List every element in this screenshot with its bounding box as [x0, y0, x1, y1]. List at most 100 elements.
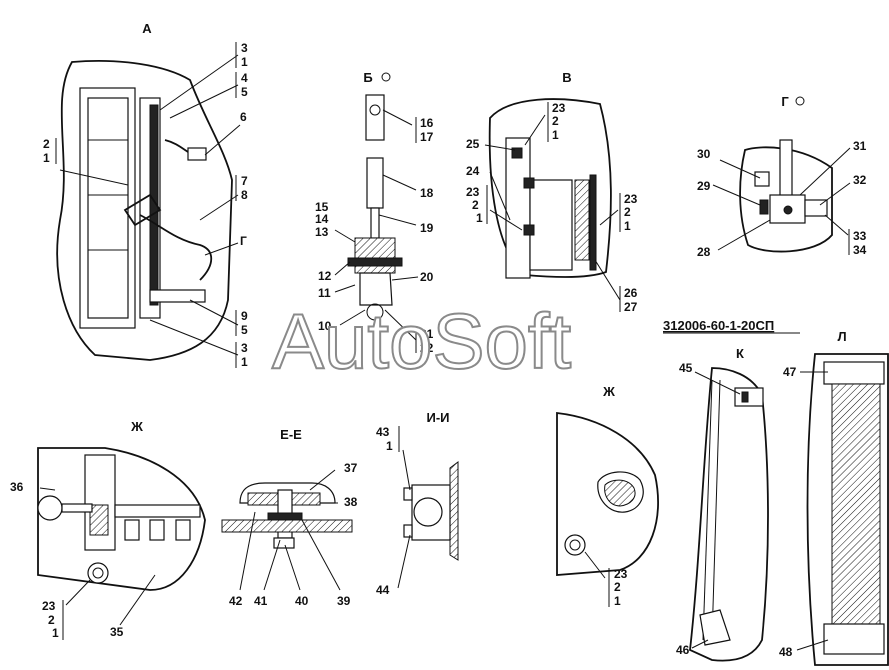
- document-number: 312006-60-1-20СП: [663, 318, 774, 333]
- view-v-outline: [488, 98, 612, 278]
- callout-19: 19: [420, 221, 434, 235]
- callout-44: 44: [376, 583, 390, 597]
- rod-middle: [366, 157, 384, 209]
- callout-15: 15: [315, 200, 329, 214]
- top-cap-l: [823, 361, 885, 385]
- bottom-bracket: [149, 289, 206, 303]
- callout-1i: 1: [614, 594, 621, 608]
- callout-1f: 1: [624, 219, 631, 233]
- view-v: В 25 23 2 1 24 23 2 1 23 2 1 26 27: [466, 70, 638, 314]
- watermark: AutoSoft: [272, 297, 572, 385]
- callout-5: 5: [241, 85, 248, 99]
- view-ee-title: Е-Е: [280, 427, 302, 442]
- callout-34: 34: [853, 243, 867, 257]
- view-b-rotation-mark: [381, 72, 391, 82]
- nut: [273, 537, 295, 549]
- callout-2e: 2: [624, 205, 631, 219]
- view-g-title: Г: [781, 94, 789, 109]
- pipe-elbow: [123, 193, 162, 227]
- key-blade: [61, 503, 93, 513]
- view-l-outline: [806, 353, 889, 666]
- callout-21: 21: [420, 327, 434, 341]
- callout-41: 41: [254, 594, 268, 608]
- base-plate: [221, 519, 353, 533]
- rod-top: [365, 94, 385, 141]
- bottom-bracket-k: [699, 609, 731, 646]
- callout-18: 18: [420, 186, 434, 200]
- callout-16: 16: [420, 116, 434, 130]
- callout-2d: 2: [472, 198, 479, 212]
- hose-lower: [139, 214, 213, 281]
- callout-23c: 23: [624, 192, 638, 206]
- callout-32: 32: [853, 173, 867, 187]
- view-a: А 3 1 4 5 6 2 1 7 8 Г 9: [43, 21, 248, 369]
- callout-25: 25: [466, 137, 480, 151]
- view-v-title: В: [562, 70, 571, 85]
- view-zh-left-outline: [37, 447, 206, 591]
- callout-40: 40: [295, 594, 309, 608]
- bracket-tube: [413, 497, 443, 527]
- callout-1b: 1: [43, 151, 50, 165]
- view-ee: Е-Е 37 38 42 41 40 39: [221, 427, 358, 608]
- callout-2f: 2: [48, 613, 55, 627]
- callout-23: 23: [552, 101, 566, 115]
- callout-38: 38: [344, 495, 358, 509]
- clip: [754, 171, 770, 187]
- callout-1c: 1: [241, 355, 248, 369]
- seal-strip: [831, 383, 881, 625]
- callout-17: 17: [420, 130, 434, 144]
- callout-3: 3: [241, 41, 248, 55]
- callout-1g: 1: [52, 626, 59, 640]
- washer: [267, 512, 303, 521]
- pipe-vertical: [779, 139, 793, 201]
- callout-24: 24: [466, 164, 480, 178]
- view-zh-left: Ж 36 23 2 1 35: [10, 419, 206, 640]
- callout-11: 11: [318, 286, 331, 300]
- view-ii: И-И 43 1 44: [376, 410, 459, 597]
- callout-3b: 3: [241, 341, 248, 355]
- view-zh-right: Ж 23 2 1: [556, 384, 659, 608]
- spring-pack: [574, 179, 590, 261]
- callout-7: 7: [241, 174, 248, 188]
- callout-14: 14: [315, 212, 329, 226]
- callout-36: 36: [10, 480, 24, 494]
- clamp-plate: [347, 257, 403, 267]
- rod-end: [359, 272, 393, 306]
- view-l-title: Л: [837, 329, 846, 344]
- callout-33: 33: [853, 229, 867, 243]
- callout-2c: 2: [552, 114, 559, 128]
- callout-43: 43: [376, 425, 390, 439]
- cooler-fins: [149, 104, 159, 306]
- strap: [589, 174, 597, 271]
- callout-37: 37: [344, 461, 358, 475]
- callout-29: 29: [697, 179, 711, 193]
- callout-45: 45: [679, 361, 693, 375]
- callout-9: 9: [241, 309, 248, 323]
- lock-housing: [84, 454, 116, 551]
- callout-31: 31: [853, 139, 867, 153]
- callout-22: 22: [420, 341, 434, 355]
- callout-47: 47: [783, 365, 797, 379]
- callout-39: 39: [337, 594, 351, 608]
- view-a-outline: [56, 60, 233, 361]
- radiator-core: [87, 97, 129, 319]
- bottom-cap-l: [823, 623, 885, 655]
- callout-48: 48: [779, 645, 793, 659]
- lock-cylinder: [89, 504, 109, 536]
- wall-section: [449, 461, 459, 561]
- callout-23b: 23: [466, 185, 480, 199]
- callout-g-view-ref: Г: [240, 234, 247, 248]
- callout-30: 30: [697, 147, 711, 161]
- mount-plate: [529, 179, 573, 271]
- mount-bracket: [505, 137, 531, 279]
- view-zh-right-title: Ж: [602, 384, 615, 399]
- callout-8: 8: [241, 188, 248, 202]
- valve-body: [769, 194, 806, 224]
- callout-20: 20: [420, 270, 434, 284]
- callout-1h: 1: [386, 439, 393, 453]
- callout-42: 42: [229, 594, 243, 608]
- top-bracket: [734, 387, 764, 407]
- view-zh-left-title: Ж: [130, 419, 143, 434]
- callout-6: 6: [240, 110, 247, 124]
